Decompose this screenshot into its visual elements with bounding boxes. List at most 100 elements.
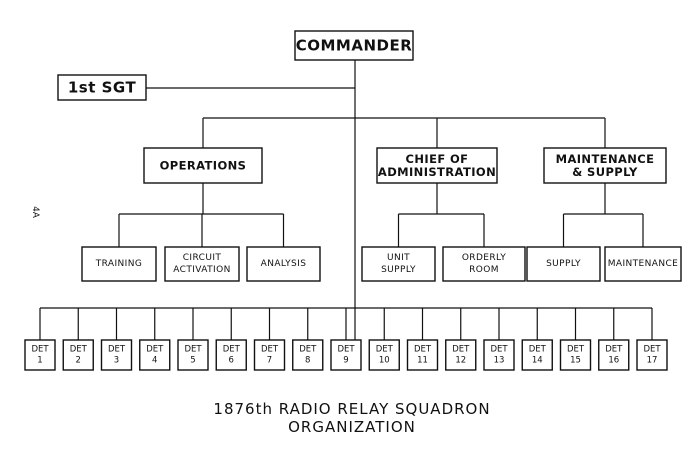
- det-box-3-label: DET: [108, 345, 126, 355]
- det-box-5-frame: [177, 339, 209, 371]
- det-box-10-frame: [368, 339, 400, 371]
- first-sgt-box-label: 1st SGT: [68, 79, 137, 97]
- branch-box-1-label: CHIEF OF: [406, 152, 469, 166]
- det-box-8-label: DET: [299, 345, 317, 355]
- det-box-8-frame: [292, 339, 324, 371]
- org-boxes: COMMANDER 1st SGT OPERATIONS TRAINING CIRCUI…: [24, 30, 682, 371]
- det-box-14-label: DET: [529, 345, 547, 355]
- connector-lines: [39, 60, 653, 340]
- det-box-15-label: DET: [567, 345, 585, 355]
- det-box-2-frame: [62, 339, 94, 371]
- det-box-1-label: 1: [37, 356, 42, 366]
- unit-box-2-1-label: MAINTENANCE: [608, 259, 679, 269]
- unit-box-2-0-frame: [526, 246, 601, 282]
- det-box-1-frame: [24, 339, 56, 371]
- unit-box-2-1-frame: [604, 246, 682, 282]
- det-box-7-label: DET: [261, 345, 279, 355]
- unit-box-1-0-label: SUPPLY: [381, 265, 416, 275]
- det-box-12-label: DET: [452, 345, 470, 355]
- unit-box-1-0-frame: [361, 246, 436, 282]
- branch-box-0-frame: [143, 147, 263, 184]
- branch-box-2: MAINTENANCE& SUPPLY: [543, 147, 667, 184]
- branch-box-2-label: MAINTENANCE: [556, 152, 655, 166]
- unit-box-0-2: ANALYSIS: [246, 246, 321, 282]
- det-box-15-frame: [559, 339, 592, 371]
- unit-box-1-1-label: ROOM: [469, 265, 499, 275]
- unit-box-2-0: SUPPLY: [526, 246, 601, 282]
- unit-box-1-1: ORDERLY ROOM: [442, 246, 526, 282]
- caption-title: 1876th RADIO RELAY SQUADRON: [213, 400, 490, 418]
- det-box-5-label: 5: [190, 356, 195, 366]
- det-box-11-label: DET: [414, 345, 432, 355]
- det-box-10-label: DET: [376, 345, 394, 355]
- det-box-13-label: DET: [490, 345, 508, 355]
- unit-box-0-0: TRAINING: [81, 246, 157, 282]
- det-box-7-label: 7: [267, 356, 272, 366]
- det-box-17-label: 17: [647, 356, 658, 366]
- det-box-13-frame: [483, 339, 515, 371]
- det-box-4-label: 4: [152, 356, 157, 366]
- det-box-4-label: DET: [146, 345, 164, 355]
- det-box-16-label: 16: [608, 356, 619, 366]
- unit-box-2-1: MAINTENANCE: [604, 246, 682, 282]
- det-box-9-frame: [330, 339, 362, 371]
- det-box-3-label: 3: [114, 356, 119, 366]
- unit-box-0-0-frame: [81, 246, 157, 282]
- branch-box-0: OPERATIONS: [143, 147, 263, 184]
- det-box-1-label: DET: [31, 345, 49, 355]
- caption-subtitle: ORGANIZATION: [288, 418, 416, 436]
- det-box-2-label: 2: [76, 356, 81, 366]
- det-box-16-label: DET: [605, 345, 623, 355]
- commander-box-label: COMMANDER: [296, 37, 413, 55]
- det-box-7-frame: [253, 339, 286, 371]
- det-box-17-label: DET: [643, 345, 661, 355]
- det-box-14-label: 14: [532, 356, 543, 366]
- det-box-5-label: DET: [184, 345, 202, 355]
- unit-box-1-1-label: ORDERLY: [462, 253, 506, 263]
- unit-box-0-1-label: CIRCUIT: [183, 253, 222, 263]
- det-box-11-label: 11: [417, 356, 428, 366]
- commander-box: COMMANDER: [294, 30, 414, 61]
- det-box-11-frame: [406, 339, 439, 371]
- det-box-9-label: DET: [337, 345, 355, 355]
- unit-box-0-0-label: TRAINING: [95, 259, 143, 269]
- branch-box-2-frame: [543, 147, 667, 184]
- margin-note: 4A: [30, 206, 40, 219]
- det-box-3-frame: [100, 339, 133, 371]
- unit-box-0-1: CIRCUIT ACTIVATION: [164, 246, 240, 282]
- unit-box-0-1-label: ACTIVATION: [173, 265, 230, 275]
- det-box-16-frame: [598, 339, 630, 371]
- det-box-9-label: 9: [343, 356, 348, 366]
- det-box-4-frame: [139, 339, 171, 371]
- unit-box-0-2-label: ANALYSIS: [261, 259, 307, 269]
- det-box-6-frame: [215, 339, 247, 371]
- det-box-6-label: 6: [229, 356, 234, 366]
- branch-box-1-label: ADMINISTRATION: [378, 165, 496, 179]
- unit-box-1-1-frame: [442, 246, 526, 282]
- det-box-15-label: 15: [570, 356, 581, 366]
- unit-box-2-0-label: SUPPLY: [546, 259, 581, 269]
- commander-box-frame: [294, 30, 414, 61]
- det-box-12-label: 12: [455, 356, 466, 366]
- det-box-6-label: DET: [223, 345, 241, 355]
- det-box-10-label: 10: [379, 356, 390, 366]
- first-sgt-box: 1st SGT: [57, 74, 147, 101]
- branch-box-1-frame: [376, 147, 498, 184]
- det-box-17-frame: [636, 339, 668, 371]
- first-sgt-box-frame: [57, 74, 147, 101]
